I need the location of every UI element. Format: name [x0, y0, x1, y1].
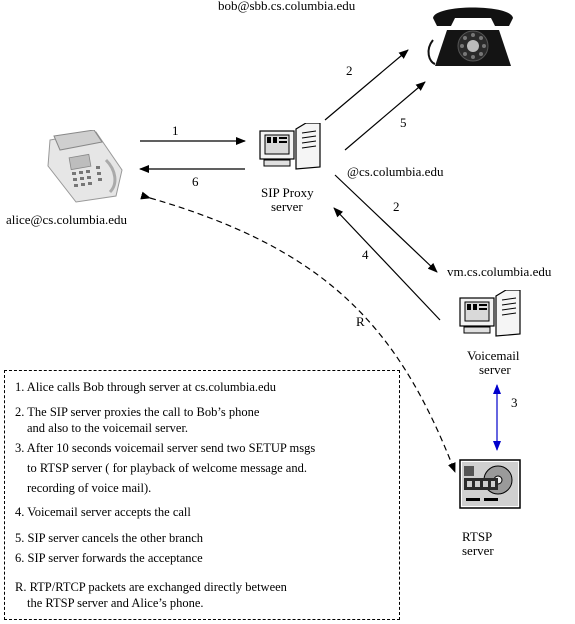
rtsp-label-line2: server — [462, 543, 494, 558]
step-2-text-cont: and also to the voicemail server. — [27, 421, 189, 435]
arrow-2-bob — [324, 49, 409, 121]
vm-domain-label: vm.cs.columbia.edu — [447, 264, 552, 279]
arrow-label-5: 5 — [400, 115, 407, 130]
step-2-text: 2. The SIP server proxies the call to Bo… — [15, 405, 260, 419]
arrow-label-1: 1 — [172, 123, 179, 138]
step-1: 1. Alice calls Bob through server at cs.… — [15, 379, 276, 395]
arrow-label-6: 6 — [192, 174, 199, 189]
voicemail-computer-icon — [459, 290, 521, 337]
step-6-text: 6. SIP server forwards the acceptance — [15, 551, 203, 565]
alice-address-label: alice@cs.columbia.edu — [6, 212, 127, 227]
sip-proxy-computer-icon — [259, 123, 321, 170]
rtsp-server-icon — [459, 459, 521, 509]
arrow-2-vm — [334, 174, 438, 273]
step-3: 3. After 10 seconds voicemail server sen… — [15, 440, 315, 496]
step-5-text: 5. SIP server cancels the other branch — [15, 531, 204, 545]
arrow-5 — [344, 81, 426, 151]
step-3-text: 3. After 10 seconds voicemail server sen… — [15, 441, 316, 455]
step-5: 5. SIP server cancels the other branch — [15, 530, 203, 546]
step-4: 4. Voicemail server accepts the call — [15, 504, 191, 520]
step-4-text: 4. Voicemail server accepts the call — [15, 505, 191, 519]
arrow-label-2-vm: 2 — [393, 199, 400, 214]
proxy-domain-label: @cs.columbia.edu — [347, 164, 444, 179]
voicemail-label-line2: server — [479, 362, 511, 377]
rotary-phone-icon — [427, 7, 513, 66]
arrow-r — [140, 191, 456, 473]
step-3-text-cont: to RTSP server ( for playback of welcome… — [27, 461, 307, 475]
bob-address-label: bob@sbb.cs.columbia.edu — [218, 0, 356, 13]
arrow-label-2-bob: 2 — [346, 63, 353, 78]
proxy-label-line2: server — [271, 199, 303, 214]
step-6: 6. SIP server forwards the acceptance — [15, 550, 203, 566]
step-r-text-cont: the RTSP server and Alice’s phone. — [27, 596, 204, 610]
steps-legend: 1. Alice calls Bob through server at cs.… — [4, 370, 400, 620]
step-r-text: R. RTP/RTCP packets are exchanged direct… — [15, 580, 287, 594]
step-1-text: 1. Alice calls Bob through server at cs.… — [15, 380, 277, 394]
step-r: R. RTP/RTCP packets are exchanged direct… — [15, 579, 287, 611]
arrow-label-4: 4 — [362, 247, 369, 262]
voicemail-label-line1: Voicemail — [467, 348, 520, 363]
rtsp-label-line1: RTSP — [462, 529, 493, 544]
step-2: 2. The SIP server proxies the call to Bo… — [15, 404, 259, 436]
arrow-label-r: R — [356, 314, 365, 329]
proxy-label-line1: SIP Proxy — [261, 185, 314, 200]
step-3-text-cont2: recording of voice mail). — [27, 481, 152, 495]
desk-phone-icon — [47, 130, 123, 203]
arrow-label-3: 3 — [511, 395, 518, 410]
